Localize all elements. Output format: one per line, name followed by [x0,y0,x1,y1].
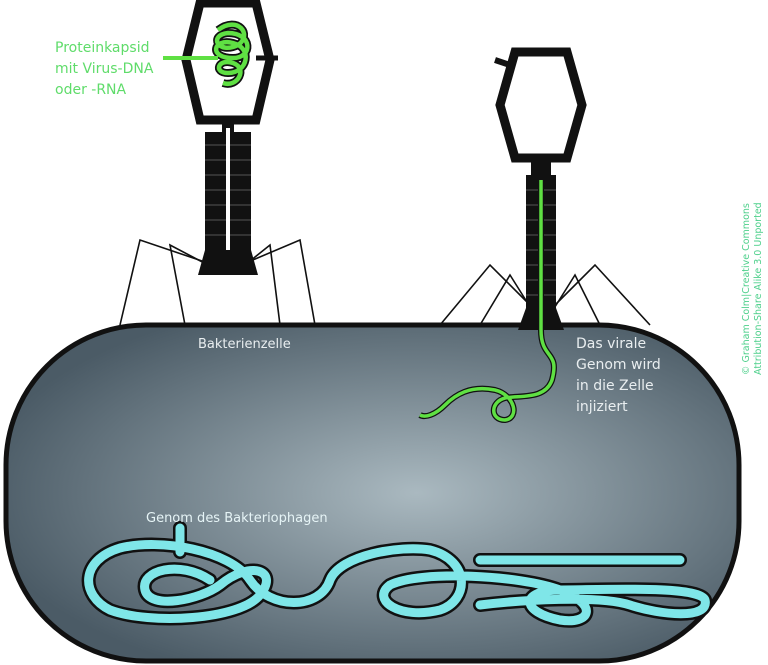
capsid-label-line: Proteinkapsid [55,40,150,56]
bacterial-genome-label: Genom des Bakteriophagen [146,511,328,526]
phage-2-legs [439,263,651,326]
cell-label: Bakterienzelle [198,337,291,352]
injection-label-line: Genom wird [576,357,661,373]
injection-label-line: Das virale [576,336,647,352]
credit-line: © Graham Colm|Creative Commons [741,203,752,375]
capsid-label: Proteinkapsid mit Virus-DNA oder -RNA [55,38,153,101]
phage-1 [163,0,278,275]
injection-label: Das virale Genom wird in die Zelle injiz… [576,334,661,418]
injection-label-line: in die Zelle [576,378,654,394]
capsid-label-line: mit Virus-DNA [55,61,154,77]
injection-label-line: injiziert [576,399,628,415]
capsid-label-line: oder -RNA [55,82,127,98]
bacterial-genome [81,521,713,628]
phage-2 [418,47,587,424]
credit-line: Attribution-Share Alike 3.0 Unported [753,202,764,375]
copyright-credit: © Graham Colm|Creative Commons Attributi… [741,202,765,375]
